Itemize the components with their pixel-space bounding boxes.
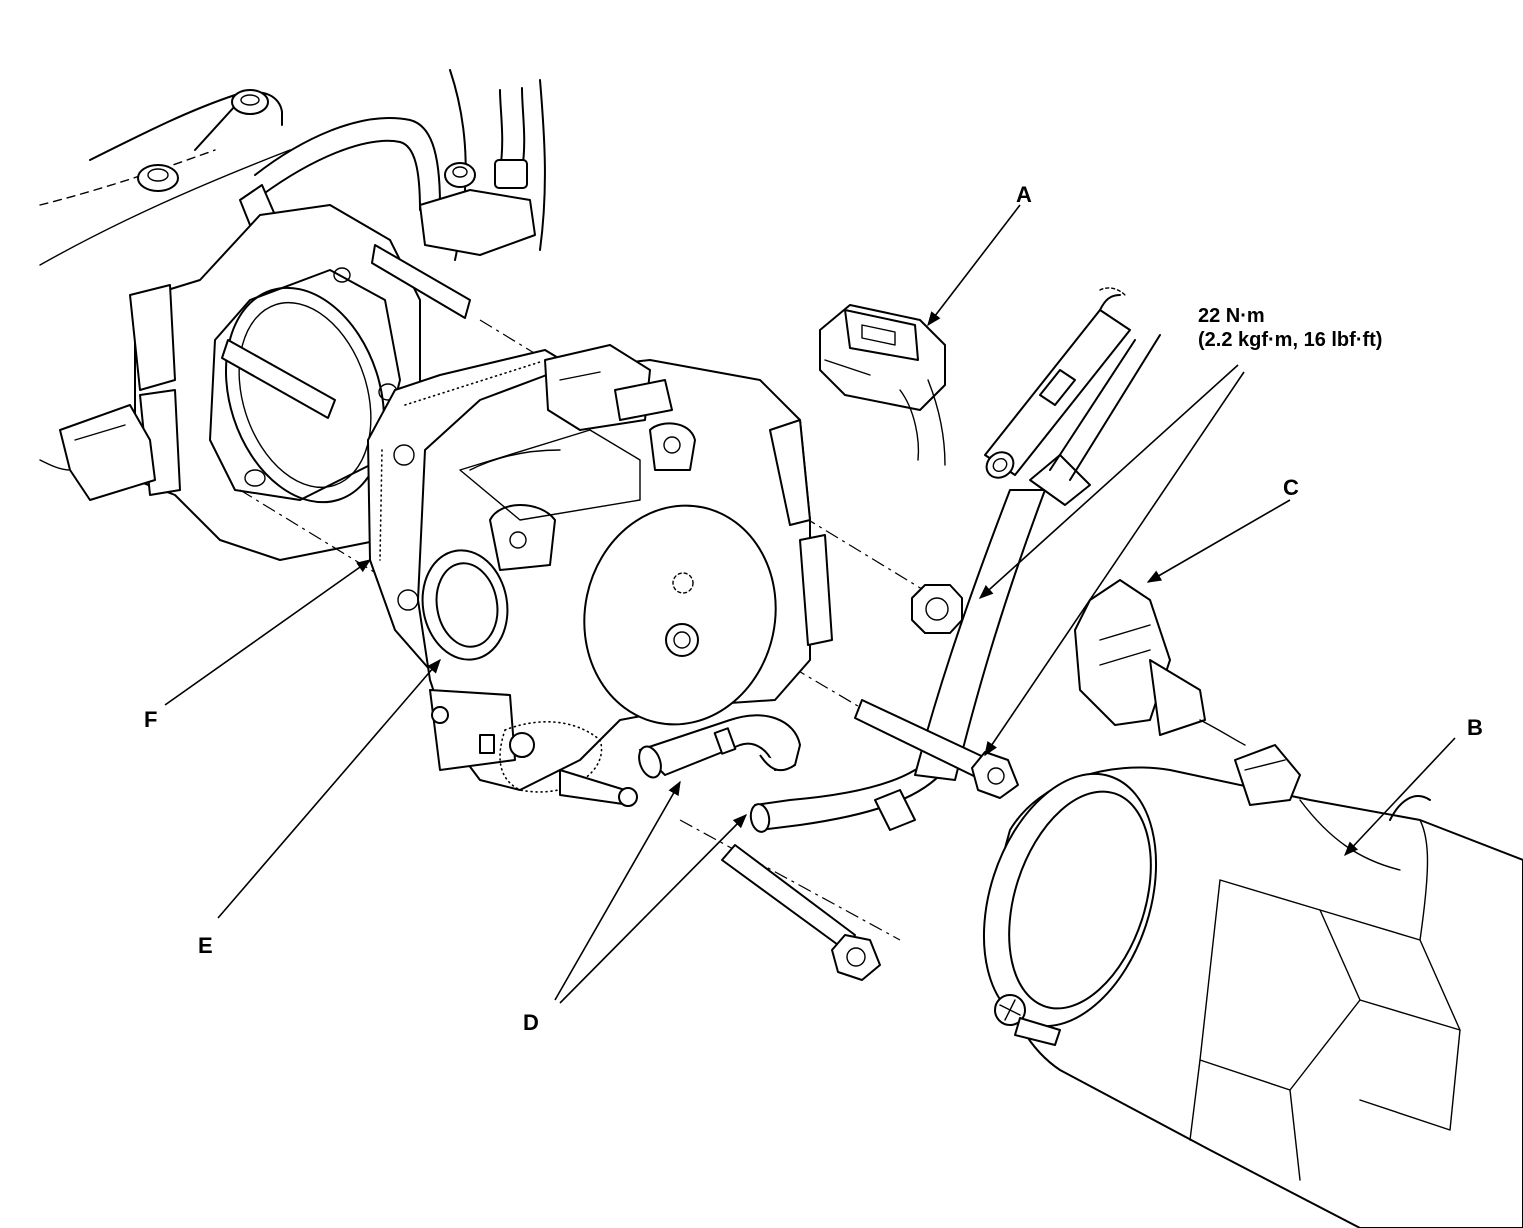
throttle-body-E bbox=[417, 344, 833, 807]
flange-nut bbox=[911, 584, 963, 634]
connector-C bbox=[1074, 579, 1246, 746]
breather-tubes bbox=[984, 287, 1161, 481]
bolt-upper bbox=[854, 699, 1019, 799]
bolt-lower bbox=[721, 844, 881, 981]
connector-A bbox=[819, 304, 946, 466]
label-A: A bbox=[1016, 182, 1032, 207]
torque-spec-line2: (2.2 kgf·m, 16 lbf·ft) bbox=[1198, 329, 1382, 351]
label-B: B bbox=[1467, 715, 1483, 740]
leader-arrows bbox=[164, 204, 1456, 1004]
callout-labels: A C B D E F 22 N·m (2.2 kgf·m, 16 lbf·ft… bbox=[144, 182, 1483, 1035]
torque-spec-line1: 22 N·m bbox=[1198, 305, 1265, 327]
label-F: F bbox=[144, 707, 157, 732]
water-hose-D bbox=[638, 714, 801, 779]
intake-air-duct-B bbox=[982, 744, 1523, 1228]
intake-manifold bbox=[39, 69, 546, 561]
label-E: E bbox=[198, 933, 213, 958]
lower-hose bbox=[749, 454, 1091, 833]
label-D: D bbox=[523, 1010, 539, 1035]
label-C: C bbox=[1283, 475, 1299, 500]
